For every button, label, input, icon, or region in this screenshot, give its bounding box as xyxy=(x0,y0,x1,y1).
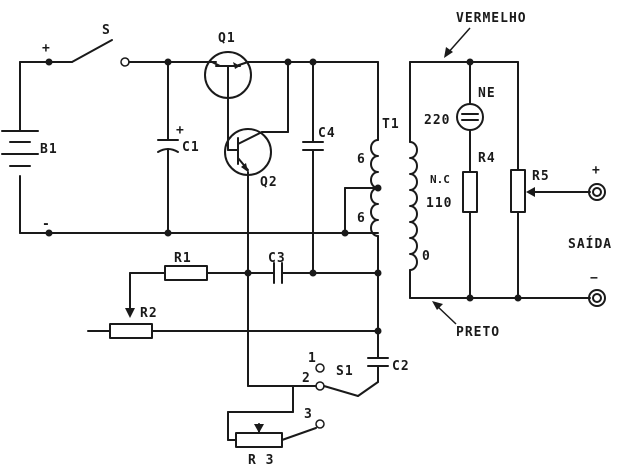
capacitor-c3: C3 xyxy=(268,251,286,284)
capacitor-c4: C4 xyxy=(302,61,336,274)
tap-6-bottom-label: 6 xyxy=(357,211,366,226)
t1-label: T1 xyxy=(382,117,400,132)
b1-plus-label: + xyxy=(42,41,51,56)
potentiometer-r3: R 3 xyxy=(235,432,283,468)
tap-6-top-label: 6 xyxy=(357,152,366,167)
potentiometer-r2: R2 xyxy=(109,306,158,339)
neon-lamp-ne: NE xyxy=(456,61,496,173)
transformer-t1: T1 6 6 220 N.C 110 0 xyxy=(341,61,452,271)
vermelho-label: VERMELHO xyxy=(456,11,527,26)
c3-label: C3 xyxy=(268,251,286,266)
selector-switch-s1[interactable]: 1 2 3 S1 xyxy=(302,351,379,429)
v110-label: 110 xyxy=(426,196,452,211)
switch-s-label: S xyxy=(102,23,111,38)
c2-label: C2 xyxy=(392,359,410,374)
b1-minus-label: - xyxy=(42,217,51,232)
battery-b1: B1 xyxy=(1,61,58,234)
v0-label: 0 xyxy=(422,249,431,264)
potentiometer-r5: R5 xyxy=(510,61,591,299)
switch-s[interactable]: S xyxy=(71,23,130,67)
preto-label: PRETO xyxy=(456,325,500,340)
v220-label: 220 xyxy=(424,113,450,128)
s1-pos3-label: 3 xyxy=(304,407,313,422)
r5-label: R5 xyxy=(532,169,550,184)
s1-label: S1 xyxy=(336,364,354,379)
r3-label: R 3 xyxy=(248,453,274,468)
transistor-q1: Q1 xyxy=(204,31,289,99)
r2-label: R2 xyxy=(140,306,158,321)
q1-label: Q1 xyxy=(218,31,236,46)
c1-label: C1 xyxy=(182,140,200,155)
out-minus-label: − xyxy=(590,271,599,286)
r1-label: R1 xyxy=(174,251,192,266)
ne-label: NE xyxy=(478,86,496,101)
resistor-r4: R4 xyxy=(462,151,496,299)
saida-label: SAÍDA xyxy=(568,236,612,252)
b1-label: B1 xyxy=(40,142,58,157)
s1-pos1-label: 1 xyxy=(308,351,317,366)
nc-label: N.C xyxy=(430,173,450,186)
capacitor-c2: C2 xyxy=(367,357,410,374)
c4-label: C4 xyxy=(318,126,336,141)
c1-plus-label: + xyxy=(176,123,185,138)
output-terminal-positive[interactable]: + xyxy=(588,163,606,201)
q2-label: Q2 xyxy=(260,175,278,190)
out-plus-label: + xyxy=(592,163,601,178)
r4-label: R4 xyxy=(478,151,496,166)
transistor-q2: Q2 xyxy=(224,128,289,190)
s1-pos2-label: 2 xyxy=(302,371,311,386)
resistor-r1: R1 xyxy=(164,251,208,281)
capacitor-c1: + C1 xyxy=(157,58,200,237)
output-terminal-negative[interactable]: − xyxy=(588,271,606,307)
